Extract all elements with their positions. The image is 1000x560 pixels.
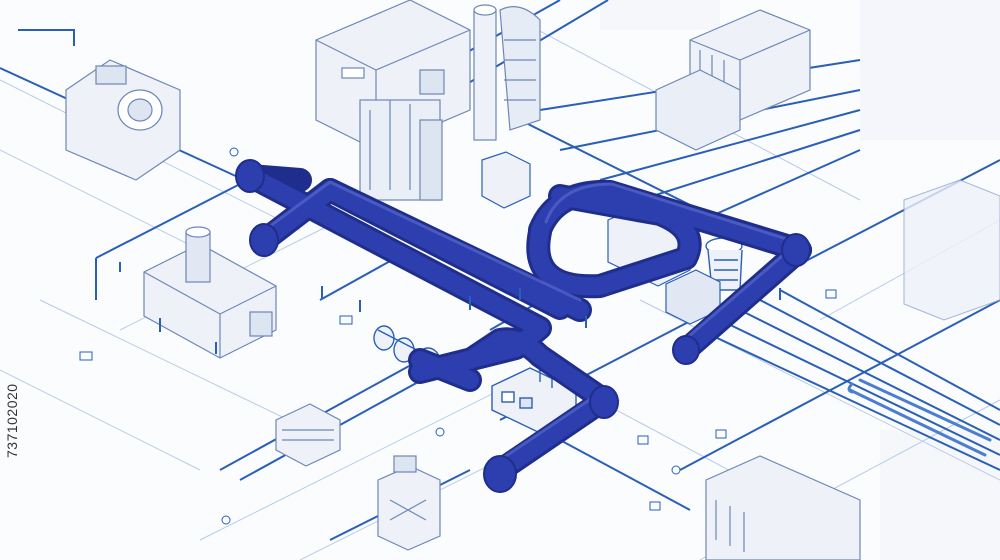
heat-exchanger xyxy=(65,59,181,181)
background-panels xyxy=(600,0,1000,560)
small-tags xyxy=(79,147,837,525)
bottom-building xyxy=(705,455,861,560)
pipe-caps xyxy=(235,159,811,493)
pump-station xyxy=(377,455,441,551)
corner-bracket xyxy=(18,29,75,46)
right-cabinet xyxy=(903,179,1000,321)
flow-lines xyxy=(847,378,992,457)
boiler-tower xyxy=(359,4,541,201)
crate xyxy=(275,403,341,467)
pipe-supports xyxy=(119,262,781,354)
storage-tank xyxy=(143,226,277,359)
main-pipe-network xyxy=(238,164,812,484)
stock-id-label: 737102020 xyxy=(4,383,20,458)
control-panel xyxy=(491,366,577,433)
warehouse xyxy=(655,9,811,151)
